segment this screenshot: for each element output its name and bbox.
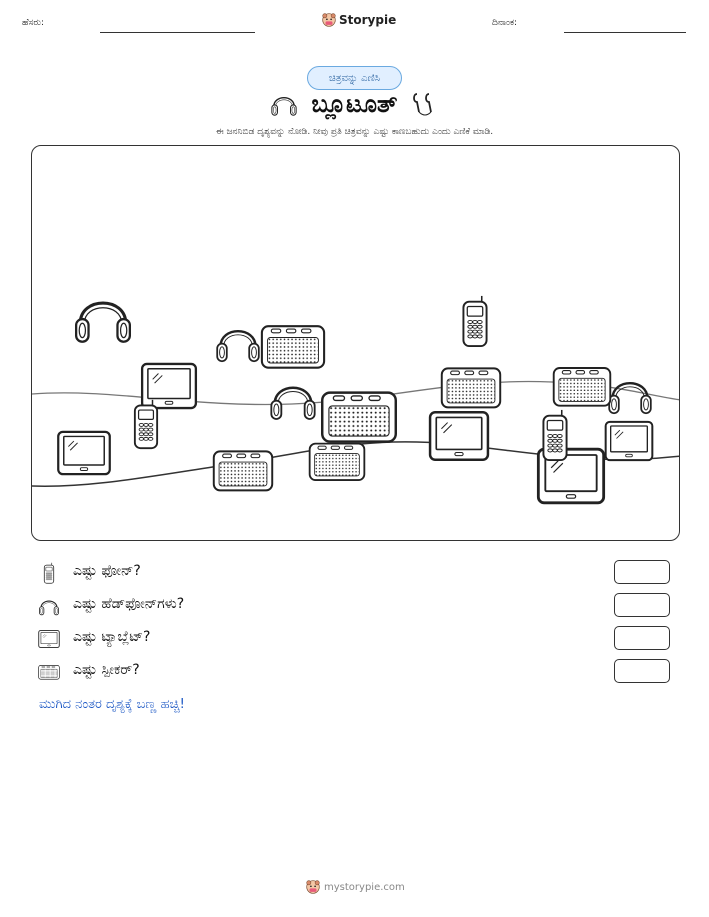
date-label: ದಿನಾಂಕ: (492, 18, 518, 28)
tablet-item[interactable] (57, 430, 111, 476)
scene-illustration (32, 294, 679, 505)
earbuds-icon (413, 93, 433, 116)
phone-item[interactable] (462, 294, 488, 348)
tablet-item[interactable] (140, 362, 198, 410)
tablet-item[interactable] (604, 420, 654, 462)
answer-box-speaker[interactable] (614, 659, 670, 683)
phone-item[interactable] (133, 398, 159, 450)
page-title: ಬ್ಲೂಟೂತ್ (311, 90, 398, 118)
site-footer: mystorypie.com (306, 880, 405, 894)
question-text: ಎಷ್ಟು ಸ್ಪೀಕರ್? (73, 662, 140, 678)
tablet-icon (38, 628, 60, 650)
answer-box-tablet[interactable] (614, 626, 670, 650)
question-speaker: ಎಷ್ಟು ಸ್ಪೀಕರ್? (38, 659, 670, 685)
headphones-icon (38, 595, 60, 617)
brand-logo: Storypie (322, 13, 396, 27)
question-text: ಎಷ್ಟು ಹೆಡ್‌ಫೋನ್‌ಗಳು? (73, 596, 185, 612)
speaker-item[interactable] (260, 325, 326, 369)
answer-box-phone[interactable] (614, 560, 670, 584)
question-headphones: ಎಷ್ಟು ಹೆಡ್‌ಫೋನ್‌ಗಳು? (38, 593, 670, 619)
phone-icon (38, 562, 60, 584)
counting-scene (31, 145, 680, 541)
name-field[interactable] (100, 32, 255, 33)
site-url: mystorypie.com (324, 881, 405, 893)
question-tablet: ಎಷ್ಟು ಟ್ಯಾಬ್ಲೆಟ್? (38, 626, 670, 652)
speaker-item[interactable] (552, 367, 612, 407)
mascot-icon (306, 880, 320, 894)
mascot-icon (322, 13, 336, 27)
coloring-note: ಮುಗಿದ ನಂತರ ದೃಶ್ಯಕ್ಕೆ ಬಣ್ಣ ಹಚ್ಚಿ! (39, 697, 185, 712)
date-field[interactable] (564, 32, 686, 33)
phone-item[interactable] (542, 408, 568, 462)
speaker-item[interactable] (320, 391, 398, 443)
speaker-icon (38, 661, 60, 683)
question-text: ಎಷ್ಟು ಟ್ಯಾಬ್ಲೆಟ್? (73, 629, 151, 645)
tablet-item[interactable] (428, 410, 490, 462)
name-label: ಹೆಸರು: (22, 18, 45, 28)
speaker-item[interactable] (212, 450, 274, 492)
question-text: ಎಷ್ಟು ಫೋನ್? (73, 563, 141, 579)
speaker-item[interactable] (308, 442, 366, 481)
speaker-item[interactable] (440, 367, 502, 409)
headphones-icon (270, 90, 298, 118)
question-phone: ಎಷ್ಟು ಫೋನ್? (38, 560, 670, 586)
headphones-item[interactable] (74, 301, 132, 344)
instructions: ಈ ಜನನಿಬಿಡ ದೃಶ್ಯವನ್ನು ನೋಡಿ. ನೀವು ಪ್ರತಿ ಚಿ… (215, 127, 494, 137)
title-row: ಬ್ಲೂಟೂತ್ (0, 90, 709, 118)
brand-name: Storypie (339, 13, 397, 27)
answer-box-headphones[interactable] (614, 593, 670, 617)
headphones-item[interactable] (215, 330, 260, 363)
activity-badge: ಚಿತ್ರವನ್ನು ಎಣಿಸಿ (307, 66, 402, 90)
